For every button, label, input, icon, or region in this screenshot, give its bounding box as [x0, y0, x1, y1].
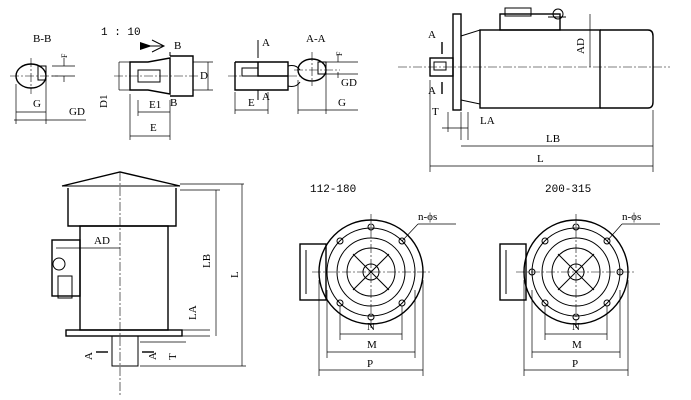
flange-large-hole	[541, 237, 549, 245]
section-bb-g-label: G	[33, 98, 41, 110]
motor-vertical-view: AD LB L LA T A A	[51, 171, 246, 395]
shaft-view-d1-label: D1	[98, 95, 110, 108]
section-aa-gd-label: GD	[341, 77, 357, 89]
side-a-top: A	[428, 29, 436, 41]
flange-small-hole	[336, 237, 344, 245]
flange-large-p-label: P	[572, 358, 578, 370]
flange-large-m-label: M	[572, 339, 582, 351]
section-aa-g-label: G	[338, 97, 346, 109]
flange-large-holes-label: n-ϕs	[622, 211, 641, 223]
flange-view-200-315: 200-315 n-ϕs N M P	[499, 184, 660, 376]
section-bb-title: B-B	[33, 33, 51, 45]
keyway-slot	[37, 65, 47, 81]
shaft-view-b-bot: B	[170, 97, 177, 109]
side-t-label: T	[432, 106, 439, 118]
side-flange	[452, 13, 462, 111]
flange-large-title: 200-315	[545, 184, 591, 196]
flange-small-hole	[367, 223, 375, 231]
flange-large-hole	[603, 237, 611, 245]
vertical-a-left: A	[83, 352, 95, 360]
side-ad-label: AD	[575, 38, 587, 54]
flange-large-hole	[572, 313, 580, 321]
terminal-box	[499, 13, 561, 31]
flange-large-hole	[528, 268, 536, 276]
vertical-l-label: L	[229, 271, 241, 278]
vertical-a-right: A	[147, 352, 159, 360]
shaft-view-scale: 1 : 10	[101, 27, 141, 39]
vertical-shaft	[111, 335, 139, 367]
section-aa-view: A-A F GD G	[294, 33, 358, 114]
vertical-terminal-box	[51, 239, 81, 297]
section-aa-f-label: F	[335, 51, 344, 56]
flange-large-hole	[616, 268, 624, 276]
flange-small-n-label: N	[367, 321, 375, 333]
section-aa-title: A-A	[306, 33, 326, 45]
side-a-bot: A	[428, 85, 436, 97]
shaft-side-view: 1 : 10 B D B D1 E1 E	[98, 27, 213, 140]
shaft-view-e-label: E	[150, 122, 157, 134]
key-view-a-top: A	[262, 37, 270, 49]
flange-small-p-label: P	[367, 358, 373, 370]
flange-small-hole	[367, 313, 375, 321]
key-shaft-view: A A E	[228, 37, 301, 114]
side-l-label: L	[537, 153, 544, 165]
key-view-e-label: E	[248, 97, 255, 109]
side-la-label: LA	[480, 115, 495, 127]
flange-small-m-label: M	[367, 339, 377, 351]
flange-small-terminal	[299, 243, 327, 301]
flange-small-title: 112-180	[310, 184, 356, 196]
flange-large-terminal	[499, 243, 527, 301]
section-bb-view: B-B F G GD	[10, 33, 86, 124]
vertical-flange	[65, 329, 183, 337]
vertical-lb-label: LB	[201, 254, 213, 268]
flange-large-n-label: N	[572, 321, 580, 333]
vertical-la-label: LA	[187, 305, 199, 320]
section-bb-gd-label: GD	[69, 106, 85, 118]
motor-side-view: A A AD T LA LB L	[398, 7, 670, 172]
vertical-ad-label: AD	[94, 235, 110, 247]
shaft-view-b-top: B	[174, 40, 181, 52]
flange-small-hole	[398, 237, 406, 245]
side-lb-label: LB	[546, 133, 560, 145]
section-bb-f-label: F	[60, 53, 69, 58]
shaft-view-d-label: D	[200, 70, 208, 82]
flange-large-hole	[572, 223, 580, 231]
vertical-t-label: T	[167, 353, 179, 360]
flange-small-holes-label: n-ϕs	[418, 211, 437, 223]
flange-view-112-180: 112-180 n-ϕs N M P	[299, 184, 456, 376]
key-view-a-bot: A	[262, 91, 270, 103]
shaft-view-e1-label: E1	[149, 99, 161, 111]
vertical-body-top	[67, 188, 177, 227]
